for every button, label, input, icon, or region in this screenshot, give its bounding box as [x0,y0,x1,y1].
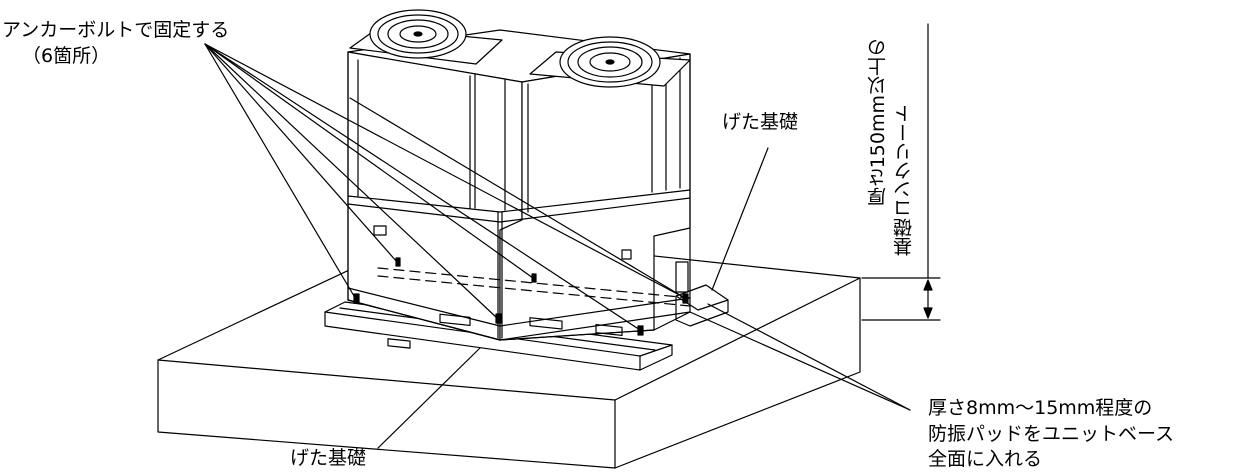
geta-bottom-label: げた基礎 [290,447,367,469]
pad-label-line3: 全面に入れる [928,448,1043,470]
thickness-dimension [861,23,941,321]
concrete-label-line2: 基礎コンクリート [893,104,915,256]
anchor-bolt-leaders [204,43,686,331]
anchor-count-label: （6箇所） [22,45,111,67]
pad-label-line2: 防振パッドをユニットベース [928,423,1175,445]
pad-leaders [689,303,911,411]
geta-bottom-leader [377,347,481,449]
anchor-bolt-label: アンカーボルトで固定する [2,19,230,41]
geta-top-label: げた基礎 [722,111,799,133]
geta-top-leader [711,147,769,291]
fan-left [349,9,503,65]
concrete-label-line1: 厚さ150mm以上の [867,38,889,207]
fan-right [529,36,691,88]
pad-label-line1: 厚さ8mm～15mm程度の [928,397,1153,419]
